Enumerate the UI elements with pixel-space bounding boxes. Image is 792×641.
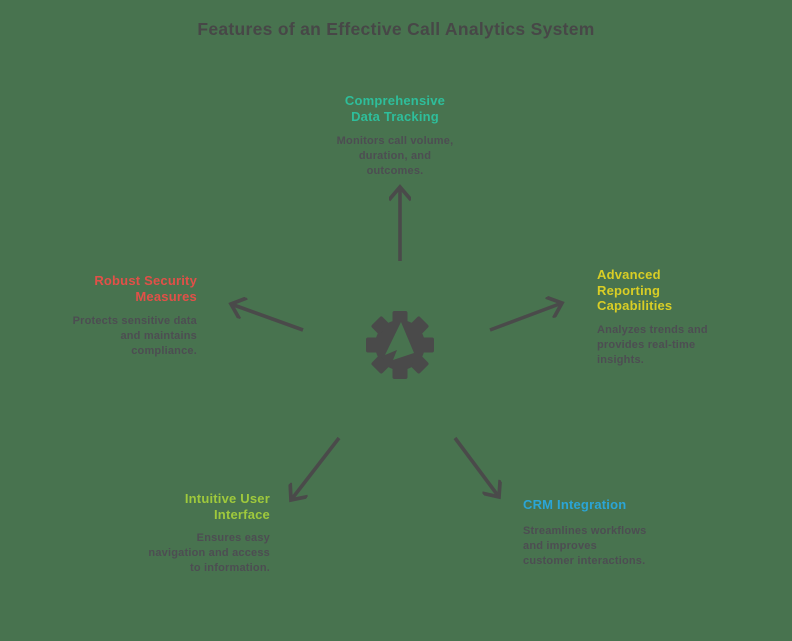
heading-line: Measures <box>135 288 197 304</box>
gear-icon <box>366 311 434 379</box>
feature-comprehensive-data-tracking: Comprehensive Data Tracking Monitors cal… <box>295 93 495 179</box>
gear-inner-cutout <box>385 322 414 360</box>
arrow-lower-left <box>291 436 341 500</box>
feature-description: Monitors call volume, duration, and outc… <box>295 134 495 179</box>
heading-line: Comprehensive <box>344 93 446 108</box>
feature-intuitive-user-interface: Intuitive User Interface Ensures easy na… <box>100 491 270 576</box>
feature-advanced-reporting-capabilities: Advanced Reporting Capabilities Analyzes… <box>597 267 767 368</box>
description-line: and maintains <box>120 330 197 342</box>
feature-description: Streamlines workflows and improves custo… <box>523 524 713 569</box>
heading-line: Robust Security <box>94 273 197 288</box>
arrow-upper-left <box>231 304 304 332</box>
feature-heading: Robust Security Measures <box>27 273 197 304</box>
heading-line: CRM Integration <box>523 497 627 512</box>
description-line: navigation and access <box>148 547 270 559</box>
heading-line: Advanced <box>597 267 661 282</box>
arrow-lower-right <box>453 436 499 497</box>
description-line: Streamlines workflows <box>523 524 647 537</box>
heading-line: Intuitive User <box>184 491 270 506</box>
heading-line: Data Tracking <box>351 108 439 124</box>
heading-line: Capabilities <box>597 298 673 313</box>
description-line: to information. <box>190 562 270 574</box>
description-line: customer interactions. <box>523 554 646 567</box>
heading-line: Interface <box>214 506 270 522</box>
feature-description: Analyzes trends and provides real-time i… <box>597 323 767 368</box>
feature-description: Protects sensitive data and maintains co… <box>27 314 197 359</box>
description-line: Monitors call volume, <box>336 135 454 147</box>
description-line: Protects sensitive data <box>72 315 197 327</box>
description-line: outcomes. <box>366 165 424 177</box>
feature-crm-integration: CRM Integration Streamlines workflows an… <box>523 497 713 569</box>
feature-description: Ensures easy navigation and access to in… <box>100 531 270 576</box>
arrow-upper-right <box>489 303 562 332</box>
description-line: compliance. <box>131 345 197 357</box>
description-line: and improves <box>523 539 597 552</box>
heading-line: Reporting <box>597 282 661 298</box>
description-line: provides real-time <box>597 338 696 351</box>
description-line: Ensures easy <box>196 532 270 544</box>
feature-heading: Comprehensive Data Tracking <box>295 93 495 124</box>
feature-heading: CRM Integration <box>523 497 713 513</box>
page-title: Features of an Effective Call Analytics … <box>197 19 595 39</box>
description-line: insights. <box>597 353 645 366</box>
feature-heading: Advanced Reporting Capabilities <box>597 267 767 314</box>
feature-robust-security-measures: Robust Security Measures Protects sensit… <box>27 273 197 359</box>
description-line: duration, and <box>358 150 432 162</box>
feature-heading: Intuitive User Interface <box>100 491 270 522</box>
description-line: Analyzes trends and <box>597 323 708 336</box>
